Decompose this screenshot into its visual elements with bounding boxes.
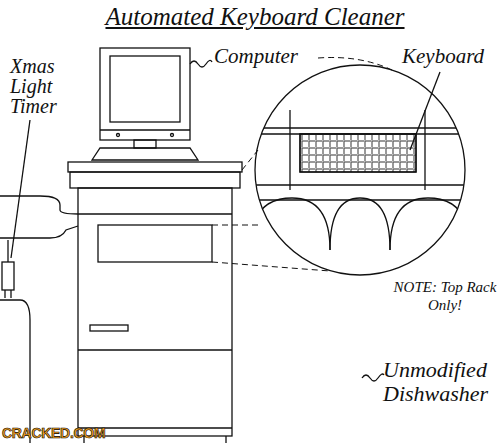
watermark: CRACKED.COM — [2, 425, 105, 441]
handle — [90, 325, 128, 331]
magnify-line — [242, 150, 258, 170]
diagram-title: Automated Keyboard Cleaner — [60, 2, 450, 32]
power-cord — [0, 226, 78, 238]
magnified-view — [255, 65, 465, 275]
dishwasher — [78, 188, 232, 436]
leader-tilde — [190, 60, 212, 67]
part-label: Xmas Light Timer — [10, 56, 72, 116]
part-label: Computer — [214, 44, 298, 68]
monitor — [100, 48, 190, 140]
timer — [2, 262, 14, 290]
leader-tilde — [362, 374, 384, 381]
power-cord — [0, 196, 78, 214]
counter-top — [68, 162, 242, 172]
part-label: Unmodified Dishwasher — [383, 358, 497, 406]
door-panel — [98, 225, 212, 262]
leader-line — [11, 120, 30, 258]
note: NOTE: Top Rack Only! — [393, 278, 497, 314]
keyboard — [300, 134, 416, 172]
part-label: Keyboard — [402, 44, 484, 68]
leader-line — [410, 72, 440, 150]
